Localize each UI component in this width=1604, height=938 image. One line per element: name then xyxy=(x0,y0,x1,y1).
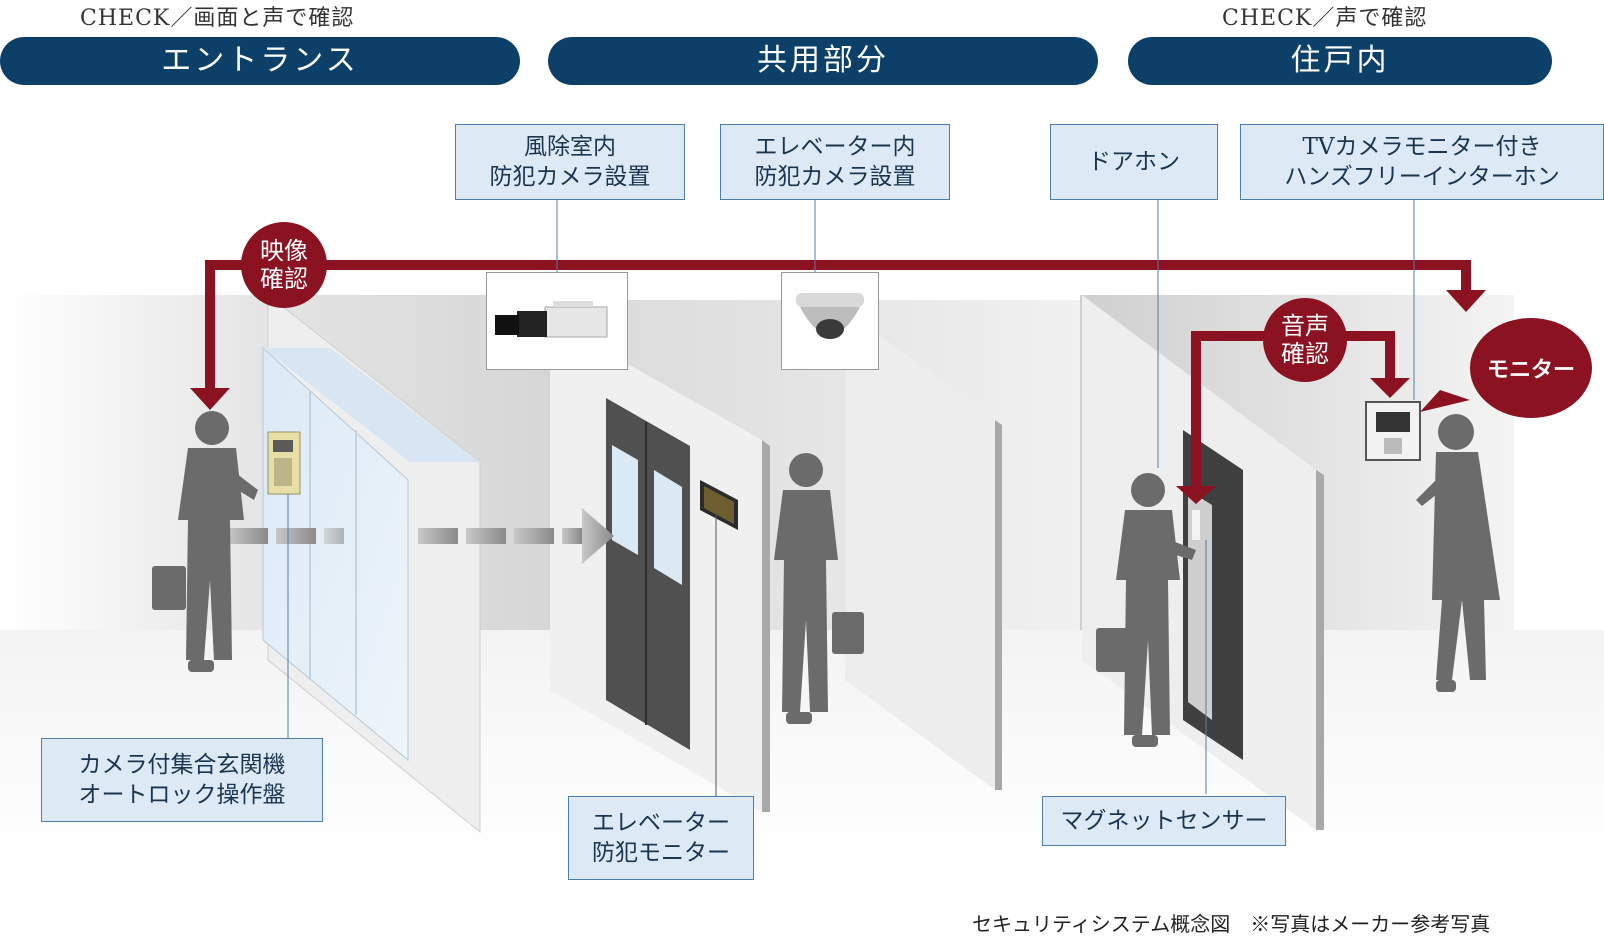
section-unit: 住戸内 xyxy=(1128,37,1552,85)
flow-arrow xyxy=(228,508,614,564)
person-silhouette xyxy=(1096,473,1196,747)
entrance-panel-device xyxy=(267,431,301,495)
voice-check-badge: 音声 確認 xyxy=(1263,298,1347,382)
video-check-arrowhead-left xyxy=(190,388,230,410)
box-camera-photo xyxy=(486,272,628,370)
check-label-right: CHECK／声で確認 xyxy=(1222,6,1428,31)
voice-check-arrowhead-down xyxy=(1176,486,1216,504)
diagram-caption: セキュリティシステム概念図 ※写真はメーカー参考写真 xyxy=(972,912,1491,936)
elevator-monitor-device xyxy=(700,480,738,796)
label-tv-intercom: TVカメラモニター付き ハンズフリーインターホン xyxy=(1240,124,1604,200)
video-check-arrowhead-right xyxy=(1446,290,1486,312)
voice-check-arrowhead-device xyxy=(1370,378,1410,398)
label-elevator-camera: エレベーター内 防犯カメラ設置 xyxy=(720,124,950,200)
video-check-arrow xyxy=(205,260,1471,398)
elevator-door xyxy=(606,398,690,750)
label-entrance-panel: カメラ付集合玄関機 オートロック操作盤 xyxy=(41,738,323,822)
person-silhouette xyxy=(774,453,864,724)
person-silhouette xyxy=(1416,414,1500,692)
label-elevator-monitor: エレベーター 防犯モニター xyxy=(568,796,754,880)
video-check-badge: 映像 確認 xyxy=(241,222,327,308)
section-common: 共用部分 xyxy=(548,37,1098,85)
dome-camera-photo xyxy=(781,272,879,370)
check-label-left: CHECK／画面と声で確認 xyxy=(80,6,355,31)
label-door-phone: ドアホン xyxy=(1050,124,1218,200)
label-magnet-sensor: マグネットセンサー xyxy=(1042,796,1286,846)
intercom-device xyxy=(1365,401,1421,461)
monitor-badge: モニター xyxy=(1470,318,1592,418)
section-entrance: エントランス xyxy=(0,37,520,85)
person-silhouette xyxy=(152,411,258,672)
label-windbreak-camera: 風除室内 防犯カメラ設置 xyxy=(455,124,685,200)
